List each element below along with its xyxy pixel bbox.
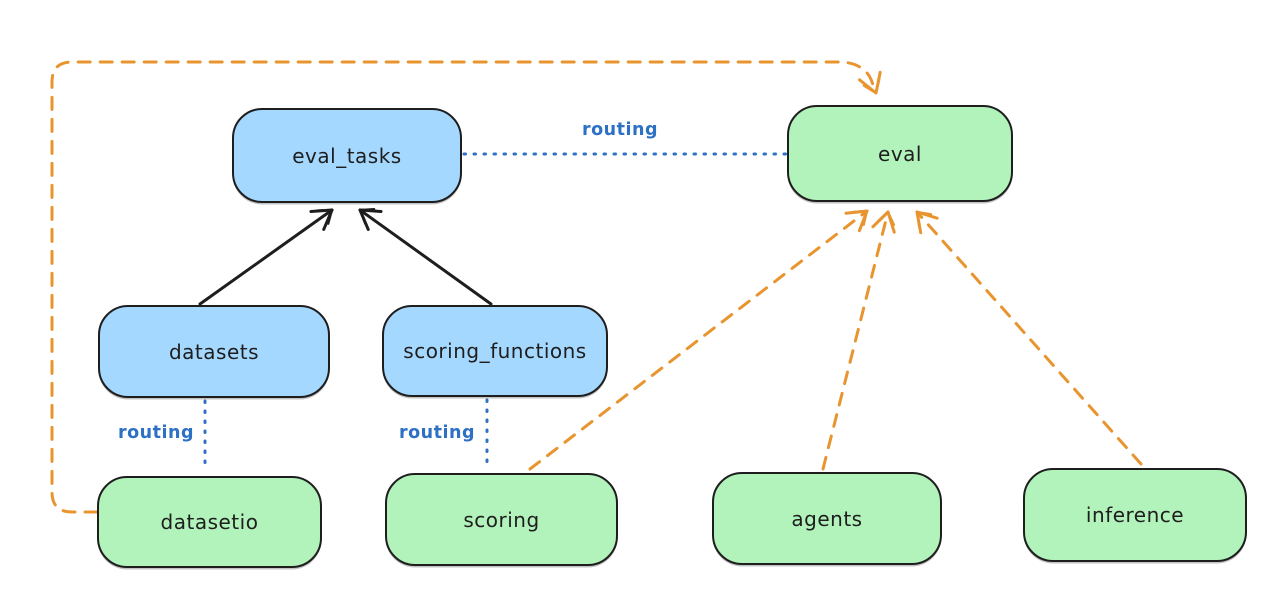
node-eval-tasks: eval_tasks (232, 108, 462, 203)
node-datasets-label: datasets (168, 339, 260, 364)
node-eval-tasks-label: eval_tasks (292, 143, 402, 168)
node-datasets: datasets (98, 305, 330, 398)
node-eval: eval (787, 105, 1013, 202)
edge-label-routing-datasets-datasetio: routing (118, 423, 194, 443)
edge-datasets-to-eval-tasks (198, 208, 334, 306)
edge-inference-to-eval-provider (915, 210, 1143, 466)
node-scoring-functions-label: scoring_functions (403, 339, 587, 363)
node-inference: inference (1023, 468, 1247, 562)
edge-label-routing-scoring-functions-scoring: routing (399, 423, 475, 443)
edge-datasetio-to-eval-provider (50, 60, 882, 514)
edge-scoring-to-eval-provider (528, 209, 869, 471)
node-inference-label: inference (1085, 503, 1185, 527)
node-agents: agents (712, 472, 942, 565)
edge-scoring-functions-to-eval-tasks (358, 208, 493, 306)
node-scoring: scoring (385, 473, 618, 566)
edge-label-routing-eval-tasks-eval: routing (582, 120, 658, 140)
node-eval-label: eval (878, 141, 922, 166)
node-scoring-functions: scoring_functions (382, 305, 608, 397)
node-datasetio-label: datasetio (160, 510, 259, 534)
node-agents-label: agents (791, 506, 863, 531)
node-scoring-label: scoring (463, 507, 540, 532)
edge-agents-to-eval-provider (821, 210, 896, 471)
node-datasetio: datasetio (97, 476, 322, 568)
